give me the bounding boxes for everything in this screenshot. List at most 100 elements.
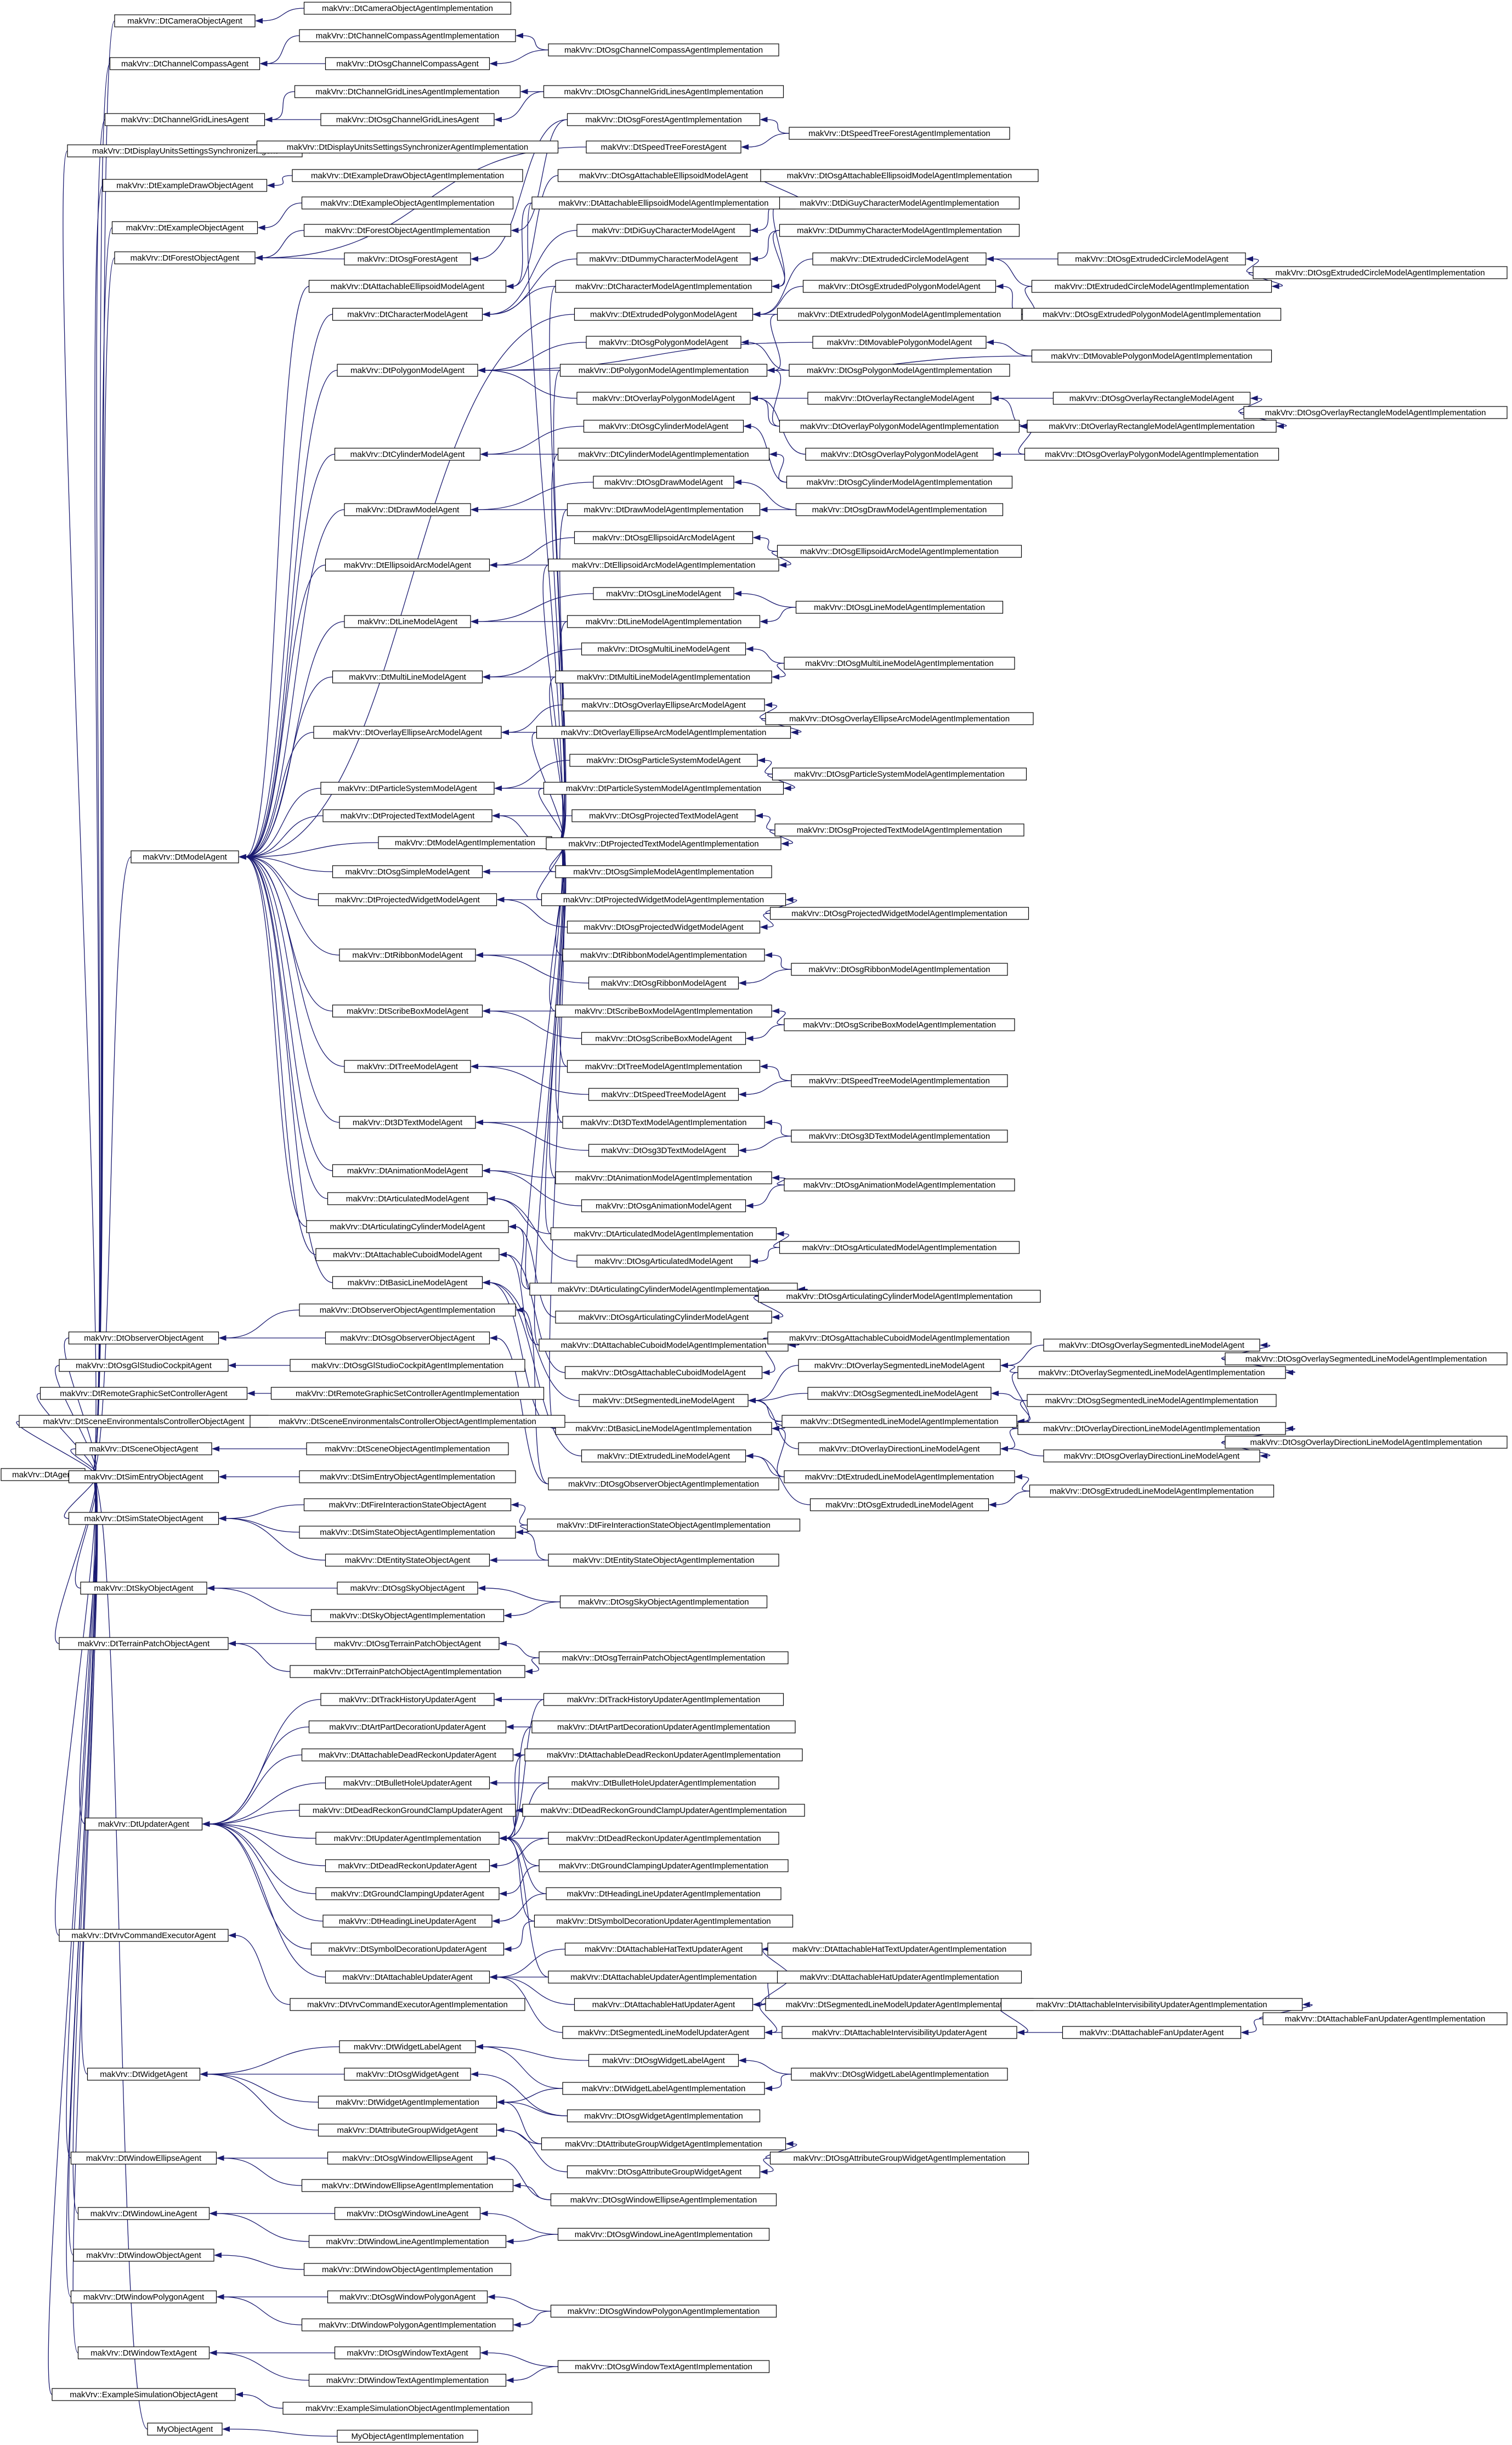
class-node-exampleobj[interactable]: makVrv::DtExampleObjectAgent [111,221,258,234]
class-node-projtext[interactable]: makVrv::DtProjectedTextModelAgent [322,809,492,822]
class-node-osgoverlaydirline-impl[interactable]: makVrv::DtOsgOverlayDirectionLineModelAg… [1225,1436,1508,1449]
class-node-model-impl[interactable]: makVrv::DtModelAgentImplementation [378,836,552,849]
class-node-osgscribebox[interactable]: makVrv::DtOsgScribeBoxModelAgent [581,1032,746,1045]
class-node-osganimation[interactable]: makVrv::DtOsgAnimationModelAgent [581,1199,746,1212]
class-node-examplesim[interactable]: makVrv::ExampleSimulationObjectAgent [52,2388,236,2401]
class-node-extrudedpolygon[interactable]: makVrv::DtExtrudedPolygonModelAgent [574,308,754,321]
class-node-simstate-impl[interactable]: makVrv::DtSimStateObjectAgentImplementat… [299,1526,516,1539]
class-node-glstudio-impl[interactable]: makVrv::DtOsgGlStudioCockpitAgentImpleme… [290,1359,525,1372]
class-node-windowobj[interactable]: makVrv::DtWindowObjectAgent [73,2249,214,2262]
class-node-channelgrid[interactable]: makVrv::DtChannelGridLinesAgent [104,113,265,126]
class-node-observer-impl[interactable]: makVrv::DtObserverObjectAgentImplementat… [299,1303,516,1317]
class-node-osgextrudedline-impl[interactable]: makVrv::DtOsgExtrudedLineModelAgentImple… [1029,1484,1275,1498]
class-node-widget-impl[interactable]: makVrv::DtWidgetAgentImplementation [318,2096,497,2109]
class-node-osgmultiline-impl[interactable]: makVrv::DtOsgMultiLineModelAgentImplemen… [784,657,1015,670]
class-node-remotegraphic-impl[interactable]: makVrv::DtRemoteGraphicSetControllerAgen… [270,1387,545,1400]
class-node-osgmultiline[interactable]: makVrv::DtOsgMultiLineModelAgent [581,642,746,656]
class-node-projwidget-impl[interactable]: makVrv::DtProjectedWidgetModelAgentImple… [541,893,786,906]
class-node-speedtreeforest[interactable]: makVrv::DtSpeedTreeForestAgent [586,140,741,154]
class-node-osgwidgetlabel-impl[interactable]: makVrv::DtOsgWidgetLabelAgentImplementat… [791,2068,1008,2081]
class-node-attrgroup-impl[interactable]: makVrv::DtAttributeGroupWidgetAgentImple… [541,2137,786,2150]
class-node-updater-impl[interactable]: makVrv::DtUpdaterAgentImplementation [315,1832,500,1845]
class-node-attachhattext-impl[interactable]: makVrv::DtAttachableHatTextUpdaterAgentI… [767,1943,1032,1956]
class-node-articulated-impl[interactable]: makVrv::DtArticulatedModelAgentImplement… [550,1227,777,1240]
class-node-osgtext3d-impl[interactable]: makVrv::DtOsg3DTextModelAgentImplementat… [791,1130,1008,1143]
class-node-osgchannelcompass-impl[interactable]: makVrv::DtOsgChannelCompassAgentImplemen… [548,43,779,57]
class-node-examplesim-impl[interactable]: makVrv::ExampleSimulationObjectAgentImpl… [282,2402,533,2415]
class-node-osgextrudedline[interactable]: makVrv::DtOsgExtrudedLineModelAgent [809,1498,989,1511]
class-node-particle-impl[interactable]: makVrv::DtParticleSystemModelAgentImplem… [543,782,784,795]
class-node-ellipsoidarc-impl[interactable]: makVrv::DtEllipsoidArcModelAgentImplemen… [548,558,779,572]
class-node-osgattrgroup[interactable]: makVrv::DtOsgAttributeGroupWidgetAgent [567,2165,761,2178]
class-node-attachhat[interactable]: makVrv::DtAttachableHatUpdaterAgent [574,1998,754,2011]
class-node-windowline-impl[interactable]: makVrv::DtWindowLineAgentImplementation [308,2235,507,2248]
class-node-headingline-impl[interactable]: makVrv::DtHeadingLineUpdaterAgentImpleme… [546,1887,782,1900]
class-node-windowpolygon-impl[interactable]: makVrv::DtWindowPolygonAgentImplementati… [301,2318,514,2331]
class-node-segline[interactable]: makVrv::DtSegmentedLineModelAgent [579,1394,749,1407]
class-node-scribebox[interactable]: makVrv::DtScribeBoxModelAgent [332,1004,483,1018]
class-node-attachdr[interactable]: makVrv::DtAttachableDeadReckonUpdaterAge… [301,1748,514,1761]
class-node-osgwidget[interactable]: makVrv::DtOsgWidgetAgent [344,2068,471,2081]
class-node-osgoverlaysegline-impl[interactable]: makVrv::DtOsgOverlaySegmentedLineModelAg… [1225,1352,1508,1365]
class-node-extrudedcircle-impl[interactable]: makVrv::DtExtrudedCircleModelAgentImplem… [1031,280,1272,293]
class-node-osgpolygon-impl[interactable]: makVrv::DtOsgPolygonModelAgentImplementa… [789,364,1010,377]
class-node-overlaypolygon[interactable]: makVrv::DtOverlayPolygonModelAgent [576,392,751,405]
class-node-seglineupd[interactable]: makVrv::DtSegmentedLineModelUpdaterAgent [562,2026,765,2039]
class-node-overlaysegline[interactable]: makVrv::DtOverlaySegmentedLineModelAgent [798,1359,1001,1372]
class-node-attrgroup[interactable]: makVrv::DtAttributeGroupWidgetAgent [318,2124,497,2137]
class-node-terrain-impl[interactable]: makVrv::DtTerrainPatchObjectAgentImpleme… [290,1665,525,1678]
class-node-tree-impl[interactable]: makVrv::DtTreeModelAgentImplementation [567,1060,761,1073]
class-node-fireinteraction-impl[interactable]: makVrv::DtFireInteractionStateObjectAgen… [526,1518,801,1532]
class-node-osgtext3d[interactable]: makVrv::DtOsg3DTextModelAgent [588,1144,739,1157]
class-node-draw-impl[interactable]: makVrv::DtDrawModelAgentImplementation [567,503,761,516]
class-node-exampledraw[interactable]: makVrv::DtExampleDrawObjectAgent [102,179,268,192]
class-node-osgforest-impl[interactable]: makVrv::DtOsgForestAgentImplementation [567,113,761,126]
class-node-widgetlabel-impl[interactable]: makVrv::DtWidgetLabelAgentImplementation [562,2082,765,2095]
class-node-osgcylinder[interactable]: makVrv::DtOsgCylinderModelAgent [583,420,744,433]
class-node-attachintens-impl[interactable]: makVrv::DtAttachableIntervisibilityUpdat… [1000,1998,1303,2011]
class-node-osgprojwidget[interactable]: makVrv::DtOsgProjectedWidgetModelAgent [567,921,761,934]
class-node-terrain[interactable]: makVrv::DtTerrainPatchObjectAgent [59,1637,229,1650]
class-node-draw[interactable]: makVrv::DtDrawModelAgent [344,503,471,516]
class-node-osgoverlayellipsearc[interactable]: makVrv::DtOsgOverlayEllipseArcModelAgent [562,698,765,712]
class-node-osgellipsoidarc-impl[interactable]: makVrv::DtOsgEllipsoidArcModelAgentImple… [777,545,1022,558]
class-node-osgwidgetlabel[interactable]: makVrv::DtOsgWidgetLabelAgent [588,2054,739,2067]
class-node-osgoverlaydirline[interactable]: makVrv::DtOsgOverlayDirectionLineModelAg… [1043,1449,1260,1463]
class-node-channelgrid-impl[interactable]: makVrv::DtChannelGridLinesAgentImplement… [294,85,521,98]
class-node-osgextrudedcircle[interactable]: makVrv::DtOsgExtrudedCircleModelAgent [1057,252,1246,266]
class-node-entitystate-impl[interactable]: makVrv::DtEntityStateObjectAgentImplemen… [548,1554,779,1567]
class-node-osgdraw-impl[interactable]: makVrv::DtOsgDrawModelAgentImplementatio… [795,503,1004,516]
class-node-scribebox-impl[interactable]: makVrv::DtScribeBoxModelAgentImplementat… [555,1004,772,1018]
class-node-text3d-impl[interactable]: makVrv::Dt3DTextModelAgentImplementation [562,1116,765,1129]
class-node-osgwindowtext[interactable]: makVrv::DtOsgWindowTextAgent [334,2346,481,2359]
class-node-overlayrect-impl[interactable]: makVrv::DtOverlayRectangleModelAgentImpl… [1027,420,1277,433]
class-node-osgterrain[interactable]: makVrv::DtOsgTerrainPatchObjectAgent [315,1637,500,1650]
class-node-attachcuboid-impl[interactable]: makVrv::DtAttachableCuboidModelAgentImpl… [539,1339,789,1352]
class-node-osgforest[interactable]: makVrv::DtOsgForestAgent [344,252,471,266]
class-node-osgsky[interactable]: makVrv::DtOsgSkyObjectAgent [337,1582,478,1595]
class-node-forest-impl[interactable]: makVrv::DtForestObjectAgentImplementatio… [303,224,512,237]
class-node-widget[interactable]: makVrv::DtWidgetAgent [87,2068,201,2081]
class-node-windowellipse-impl[interactable]: makVrv::DtWindowEllipseAgentImplementati… [301,2179,514,2192]
class-node-drgroundclamp[interactable]: makVrv::DtDeadReckonGroundClampUpdaterAg… [299,1804,516,1817]
class-node-tree[interactable]: makVrv::DtTreeModelAgent [344,1060,471,1073]
class-node-overlaydirline-impl[interactable]: makVrv::DtOverlayDirectionLineModelAgent… [1017,1422,1286,1435]
class-node-cylinder[interactable]: makVrv::DtCylinderModelAgent [334,448,481,461]
class-node-osgattachcuboid-impl[interactable]: makVrv::DtOsgAttachableCuboidModelAgentI… [767,1331,1032,1345]
class-node-text3d[interactable]: makVrv::Dt3DTextModelAgent [339,1116,476,1129]
class-node-osgparticle-impl[interactable]: makVrv::DtOsgParticleSystemModelAgentImp… [772,767,1027,781]
class-node-symboldec-impl[interactable]: makVrv::DtSymbolDecorationUpdaterAgentIm… [534,1915,794,1928]
class-node-osgchannelgrid-impl[interactable]: makVrv::DtOsgChannelGridLinesAgentImplem… [543,85,784,98]
class-node-attachellipsoid-impl[interactable]: makVrv::DtAttachableEllipsoidModelAgentI… [531,196,796,210]
class-node-osgartcyl-impl[interactable]: makVrv::DtOsgArticulatingCylinderModelAg… [758,1290,1041,1303]
class-node-vrvcmd[interactable]: makVrv::DtVrvCommandExecutorAgent [59,1929,229,1942]
class-node-osgcylinder-impl[interactable]: makVrv::DtOsgCylinderModelAgentImplement… [786,476,1013,489]
class-node-particle[interactable]: makVrv::DtParticleSystemModelAgent [320,782,495,795]
class-node-displayunits-impl[interactable]: makVrv::DtDisplayUnitsSettingsSynchroniz… [256,140,559,154]
class-node-attachhattext[interactable]: makVrv::DtAttachableHatTextUpdaterAgent [564,1943,763,1956]
class-node-osgpolygon[interactable]: makVrv::DtOsgPolygonModelAgent [586,336,741,349]
class-node-multiline-impl[interactable]: makVrv::DtMultiLineModelAgentImplementat… [555,670,772,684]
class-node-osgobserver-impl[interactable]: makVrv::DtOsgObserverObjectAgentImplemen… [548,1477,779,1490]
class-node-extrudedline[interactable]: makVrv::DtExtrudedLineModelAgent [581,1449,746,1463]
class-node-osgellipsoidarc[interactable]: makVrv::DtOsgEllipsoidArcModelAgent [574,531,754,544]
